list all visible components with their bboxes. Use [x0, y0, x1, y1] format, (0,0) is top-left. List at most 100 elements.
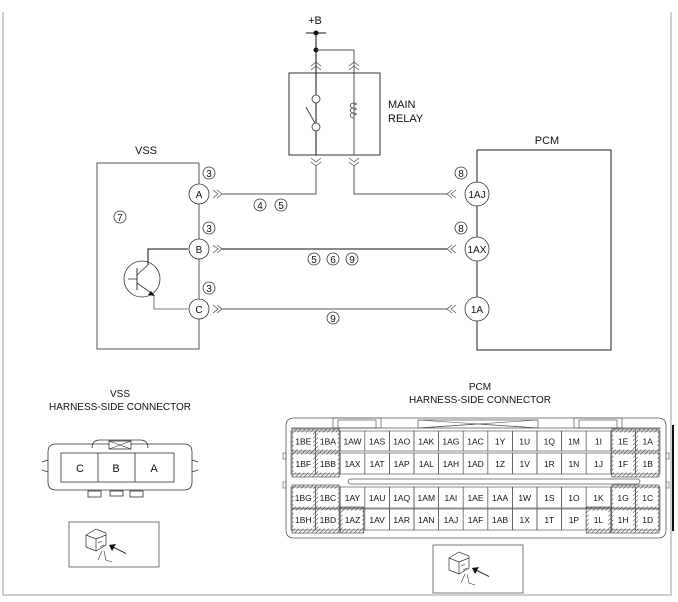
pcm-pin-label: 1G: [617, 493, 628, 503]
pcm-pin-cell: [367, 510, 387, 529]
pcm-terminal-1aj: 8 1AJ: [454, 166, 490, 207]
pcm-pin-cell: [391, 488, 412, 507]
vss-harness-connector: VSS HARNESS-SIDE CONNECTOR C B A: [41, 389, 199, 498]
pcm-pin-label: 1D: [642, 515, 653, 525]
pcm-pin-cell: [637, 454, 658, 473]
pcm-pin-cell: [367, 454, 387, 473]
pcm-pin-label: 1BH: [295, 515, 312, 525]
pcm-pin-label: 1AK: [418, 437, 434, 447]
wire-note: 5: [311, 255, 317, 266]
pcm-pin-cell: [637, 488, 658, 507]
pcm-pin-label: 1AR: [393, 515, 410, 525]
pcm-pin-label: 1AL: [419, 459, 434, 469]
pcm-pin-cell: [318, 454, 338, 473]
pcm-pin-label: 1AE: [467, 493, 483, 503]
pcm-pin-cell: [416, 488, 437, 507]
pcm-terminal-1a: 1A: [464, 296, 490, 322]
pcm-pin-label: 1AF: [468, 515, 484, 525]
wire-note: 5: [278, 201, 284, 212]
pcm-pin-cell: [465, 432, 486, 450]
vss-terminal-c: 3 C: [188, 281, 216, 320]
connector-chevron-icon: [348, 157, 360, 167]
pcm-pin-label: 1BC: [320, 493, 337, 503]
pcm-pin-cell: [465, 510, 486, 529]
terminal-label: B: [196, 245, 203, 256]
vss-connector-view-icon: [68, 521, 160, 568]
wire-note: 4: [257, 201, 263, 212]
pcm-pin-cell: [465, 488, 486, 507]
pcm-pin-label: 1F: [618, 459, 628, 469]
wire-b-to-1ax: 5 6 9: [212, 244, 457, 266]
pcm-pin-label: 1BG: [295, 493, 312, 503]
terminal-label: 1AX: [468, 245, 487, 256]
page-frame: [2, 12, 672, 596]
pcm-pin-label: 1AP: [394, 459, 410, 469]
pcm-pin-cell: [441, 510, 461, 529]
relay-switch-icon: [305, 73, 321, 155]
pcm-pin-cell: [490, 510, 510, 529]
pcm-pin-cell: [342, 432, 363, 450]
pcm-pin-cell: [318, 510, 338, 529]
pcm-pin-cell: [588, 454, 609, 473]
pcm-pin-label: 1H: [618, 515, 629, 525]
terminal-note: 3: [206, 224, 212, 235]
pcm-pin-cell: [293, 488, 314, 507]
pcm-connector-title-line2: HARNESS-SIDE CONNECTOR: [409, 395, 551, 406]
pcm-pin-label: 1U: [519, 437, 530, 447]
pcm-pin-cell: [588, 432, 609, 450]
pcm-pin-label: 1AI: [445, 493, 458, 503]
vss-connector-title-line1: VSS: [110, 389, 130, 400]
pcm-pin-label: 1AW: [343, 437, 361, 447]
pcm-pin-cell: [342, 488, 363, 507]
vss-connector-pin: B: [112, 463, 119, 475]
pcm-pin-label: 1AC: [467, 437, 484, 447]
pcm-pin-cell: [539, 454, 560, 473]
pcm-pin-cell: [637, 510, 658, 529]
pcm-pin-label: 1AN: [418, 515, 435, 525]
pcm-pin-label: 1Z: [495, 459, 505, 469]
pcm-pin-label: 1AS: [369, 437, 385, 447]
pcm-pin-cell: [490, 454, 510, 473]
transistor-icon: [123, 248, 188, 310]
terminal-note: 3: [206, 284, 212, 295]
pcm-title: PCM: [535, 135, 559, 147]
pcm-pin-label: 1AM: [418, 493, 435, 503]
pcm-pin-cell: [293, 510, 314, 529]
wire-a-to-relay: 4 5: [212, 166, 317, 212]
pcm-pin-border: [635, 508, 661, 531]
pcm-pin-label: 1L: [594, 515, 604, 525]
pcm-pin-cell: [293, 454, 314, 473]
wire-relay-to-1aj: [353, 166, 457, 199]
pcm-pin-label: 1C: [642, 493, 653, 503]
terminal-label: 1A: [471, 305, 484, 316]
vss-connector-pin: A: [150, 463, 158, 475]
pcm-pin-cell: [391, 454, 412, 473]
terminal-note: 8: [458, 224, 464, 235]
pcm-pin-cell: [613, 488, 633, 507]
terminal-label: C: [195, 305, 202, 316]
connector-chevron-icon: [348, 61, 360, 71]
pcm-pin-label: 1AV: [369, 515, 385, 525]
pcm-connector-title-line1: PCM: [469, 382, 491, 393]
pcm-pin-label: 1N: [568, 459, 579, 469]
pcm-pin-label: 1AJ: [444, 515, 459, 525]
pcm-pin-cell: [514, 454, 535, 473]
pcm-pin-cell: [539, 488, 560, 507]
vss-terminal-a: 3 A: [188, 166, 216, 205]
pcm-pin-cell: [441, 488, 461, 507]
pcm-module: PCM 8 1AJ 8 1AX 1A: [454, 135, 612, 351]
pcm-pin-label: 1AQ: [393, 493, 410, 503]
pcm-pin-border: [635, 452, 661, 475]
pcm-pin-label: 1I: [595, 437, 602, 447]
terminal-note: 3: [206, 169, 212, 180]
pcm-pin-cell: [564, 510, 584, 529]
pcm-pin-label: 1AT: [370, 459, 385, 469]
pcm-pin-cell: [490, 432, 510, 450]
pcm-pin-cell: [342, 454, 363, 473]
pcm-pin-label: 1A: [642, 437, 653, 447]
pcm-pin-label: 1BD: [320, 515, 337, 525]
wire-note: 6: [330, 255, 336, 266]
pcm-pin-cell: [539, 432, 560, 450]
pcm-pin-border: [635, 486, 661, 509]
connector-chevron-icon: [310, 157, 322, 167]
